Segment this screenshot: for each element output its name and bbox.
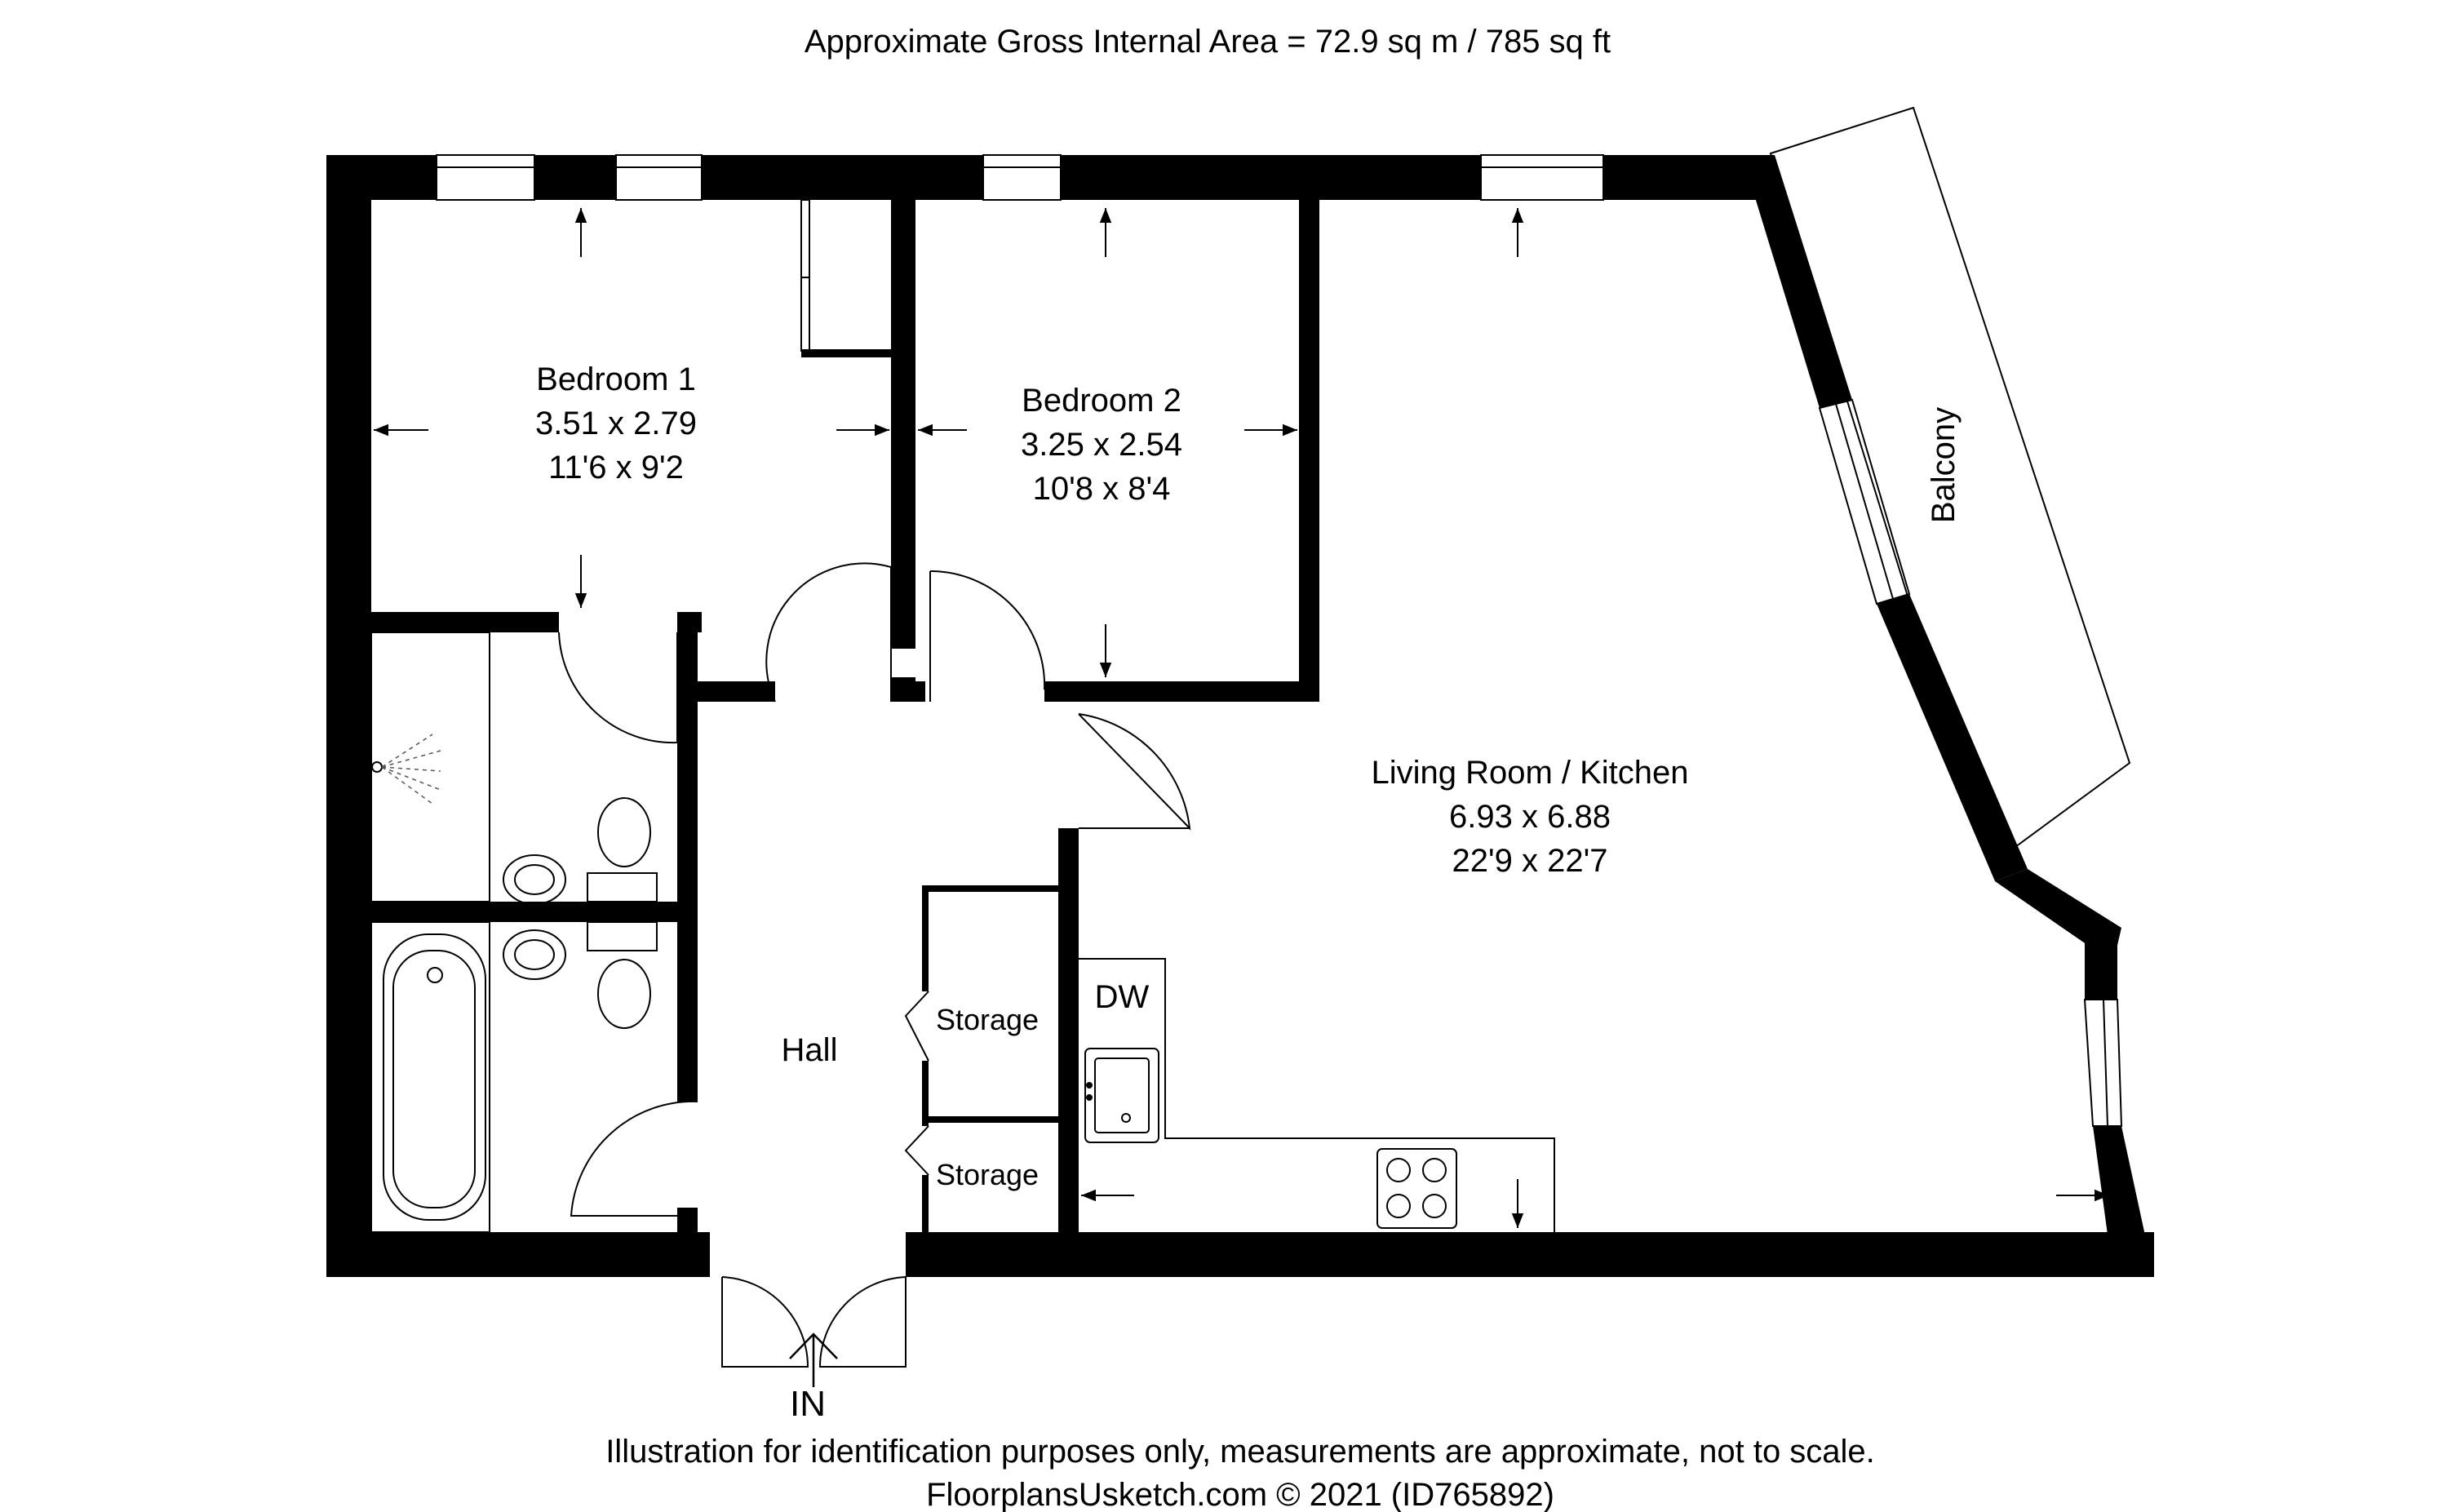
living-name: Living Room / Kitchen bbox=[1371, 755, 1688, 791]
balcony-label: Balcony bbox=[1926, 407, 1962, 523]
room-label-bedroom2: Bedroom 2 3.25 x 2.54 10'8 x 8'4 bbox=[1021, 383, 1182, 507]
hall-label: Hall bbox=[782, 1032, 838, 1068]
bedroom2-name: Bedroom 2 bbox=[1022, 383, 1181, 419]
gross-area-text: Approximate Gross Internal Area = 72.9 s… bbox=[805, 24, 1611, 60]
windows bbox=[436, 154, 2123, 1127]
entrance-arrow-icon bbox=[789, 1332, 838, 1387]
disclaimer-text: Illustration for identification purposes… bbox=[605, 1434, 1875, 1470]
bedroom1-name: Bedroom 1 bbox=[536, 361, 696, 397]
bedroom2-imperial: 10'8 x 8'4 bbox=[1033, 471, 1171, 507]
doors bbox=[558, 562, 1191, 1368]
bathroom-fixtures bbox=[370, 632, 658, 1233]
shower-spray bbox=[381, 734, 441, 805]
credit-text: FloorplansUsketch.com © 2021 (ID765892) bbox=[926, 1477, 1554, 1512]
dishwasher-label: DW bbox=[1095, 979, 1150, 1015]
balcony-outline bbox=[1769, 106, 2131, 867]
walls bbox=[326, 155, 2154, 1277]
bedroom2-metric: 3.25 x 2.54 bbox=[1021, 427, 1182, 463]
living-imperial: 22'9 x 22'7 bbox=[1452, 843, 1608, 879]
dimension-arrows bbox=[374, 208, 2109, 1228]
living-metric: 6.93 x 6.88 bbox=[1449, 799, 1611, 835]
wardrobe bbox=[800, 199, 810, 352]
storage1-label: Storage bbox=[936, 1003, 1039, 1036]
storage2-label: Storage bbox=[936, 1158, 1039, 1191]
room-label-bedroom1: Bedroom 1 3.51 x 2.79 11'6 x 9'2 bbox=[535, 361, 697, 486]
kitchen-units bbox=[1079, 958, 1555, 1232]
bedroom1-metric: 3.51 x 2.79 bbox=[535, 406, 697, 441]
entrance-label: IN bbox=[790, 1384, 826, 1424]
room-label-living: Living Room / Kitchen 6.93 x 6.88 22'9 x… bbox=[1371, 755, 1688, 879]
bedroom1-imperial: 11'6 x 9'2 bbox=[548, 450, 684, 486]
